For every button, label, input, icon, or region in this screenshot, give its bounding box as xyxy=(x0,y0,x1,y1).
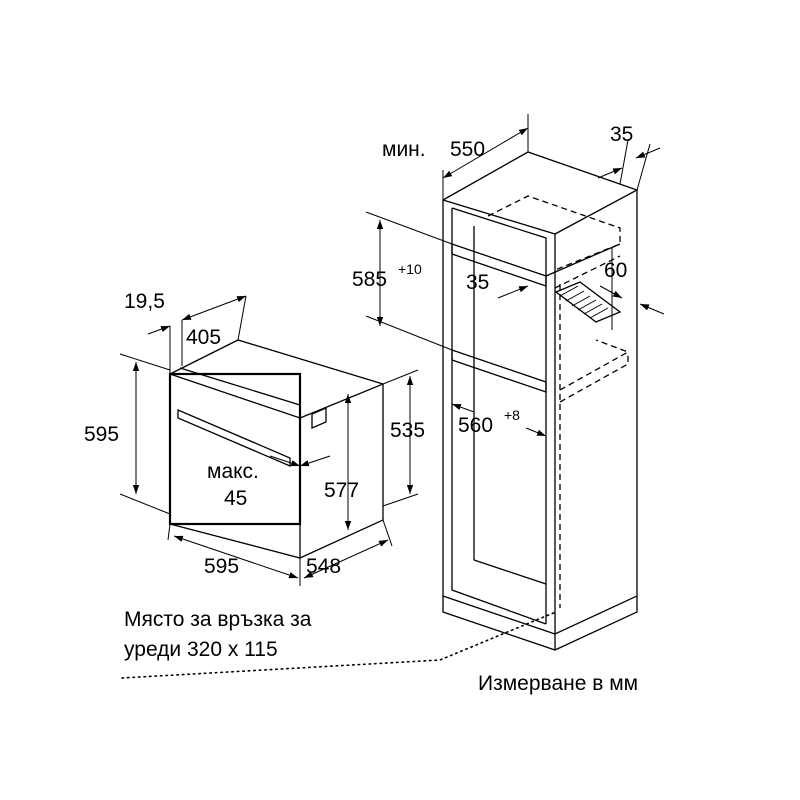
lower-shelf xyxy=(451,349,547,393)
label-max: макс. xyxy=(207,460,259,483)
oven-body-top xyxy=(169,339,385,419)
label-min-550: 550 xyxy=(450,138,485,161)
label-35-vent: 35 xyxy=(466,271,489,294)
note-connection-line2: уреди 320 x 115 xyxy=(124,638,278,661)
cabinet-inner-frame xyxy=(451,208,547,625)
dim-max-45-left xyxy=(269,455,301,467)
vent-opening xyxy=(554,281,622,323)
oven-control-strip xyxy=(169,367,301,419)
dim-405 xyxy=(181,295,247,321)
dim-60-b xyxy=(639,303,665,315)
cabinet-outline xyxy=(442,151,638,636)
ext-line xyxy=(382,369,419,385)
cabinet-inner-frame-right xyxy=(451,207,547,624)
note-connection-line1: Място за връзка за xyxy=(124,608,312,631)
label-19-5: 19,5 xyxy=(124,290,165,313)
dim-35-top-a xyxy=(597,167,623,179)
oven-bracket xyxy=(311,407,327,429)
note-units: Измерване в мм xyxy=(478,672,638,695)
ext-line xyxy=(167,523,171,541)
label-560-tol: +8 xyxy=(504,407,520,423)
ext-line xyxy=(365,315,453,351)
label-min: мин. xyxy=(382,138,426,161)
ext-line xyxy=(119,353,171,371)
label-height-595: 595 xyxy=(84,423,119,446)
dim-width-595 xyxy=(173,535,299,579)
cabinet-drawing xyxy=(365,114,665,651)
label-577: 577 xyxy=(324,479,359,502)
cabinet-top-right xyxy=(554,189,638,235)
label-560: 560 xyxy=(458,414,493,437)
niche-dashed xyxy=(554,255,621,289)
ext-line xyxy=(382,519,393,547)
ext-line xyxy=(619,139,629,185)
dim-35-top-b xyxy=(635,147,661,159)
oven-body-side xyxy=(299,384,384,559)
ext-line xyxy=(636,143,651,191)
dim-560-b xyxy=(525,427,547,437)
label-585: 585 xyxy=(352,268,387,291)
cabinet-plinth xyxy=(442,596,638,651)
dim-19-5 xyxy=(147,325,171,335)
label-max-value: 45 xyxy=(224,487,247,510)
niche-dashed-shelf2 xyxy=(559,352,629,403)
labels: 19,5 405 595 595 548 535 577 макс. 45 ми… xyxy=(84,123,638,695)
label-405: 405 xyxy=(186,326,221,349)
dim-depth-548 xyxy=(303,539,389,579)
dim-min-550 xyxy=(442,127,529,179)
dim-35-vent xyxy=(497,285,529,299)
label-width-595: 595 xyxy=(204,555,239,578)
niche-dashed-shelf xyxy=(559,339,630,391)
ext-line xyxy=(119,493,171,515)
connection-leader xyxy=(121,611,557,679)
upper-shelf xyxy=(451,243,547,287)
dim-max-45-right xyxy=(299,455,331,467)
label-depth-548: 548 xyxy=(306,555,341,578)
oven-handle xyxy=(177,409,291,467)
vent-hatch xyxy=(559,285,609,319)
label-35-top: 35 xyxy=(610,123,633,146)
inner-back-bottom xyxy=(473,559,547,585)
dim-60-a xyxy=(599,285,623,299)
dim-560-a xyxy=(451,403,475,413)
ext-line xyxy=(365,211,453,245)
oven-drawing xyxy=(119,295,419,586)
label-535: 535 xyxy=(390,419,425,442)
ext-line xyxy=(382,493,419,507)
ext-line xyxy=(237,295,247,341)
label-585-tol: +10 xyxy=(398,261,422,277)
label-60: 60 xyxy=(604,259,627,282)
niche-dashed-top xyxy=(487,195,621,271)
